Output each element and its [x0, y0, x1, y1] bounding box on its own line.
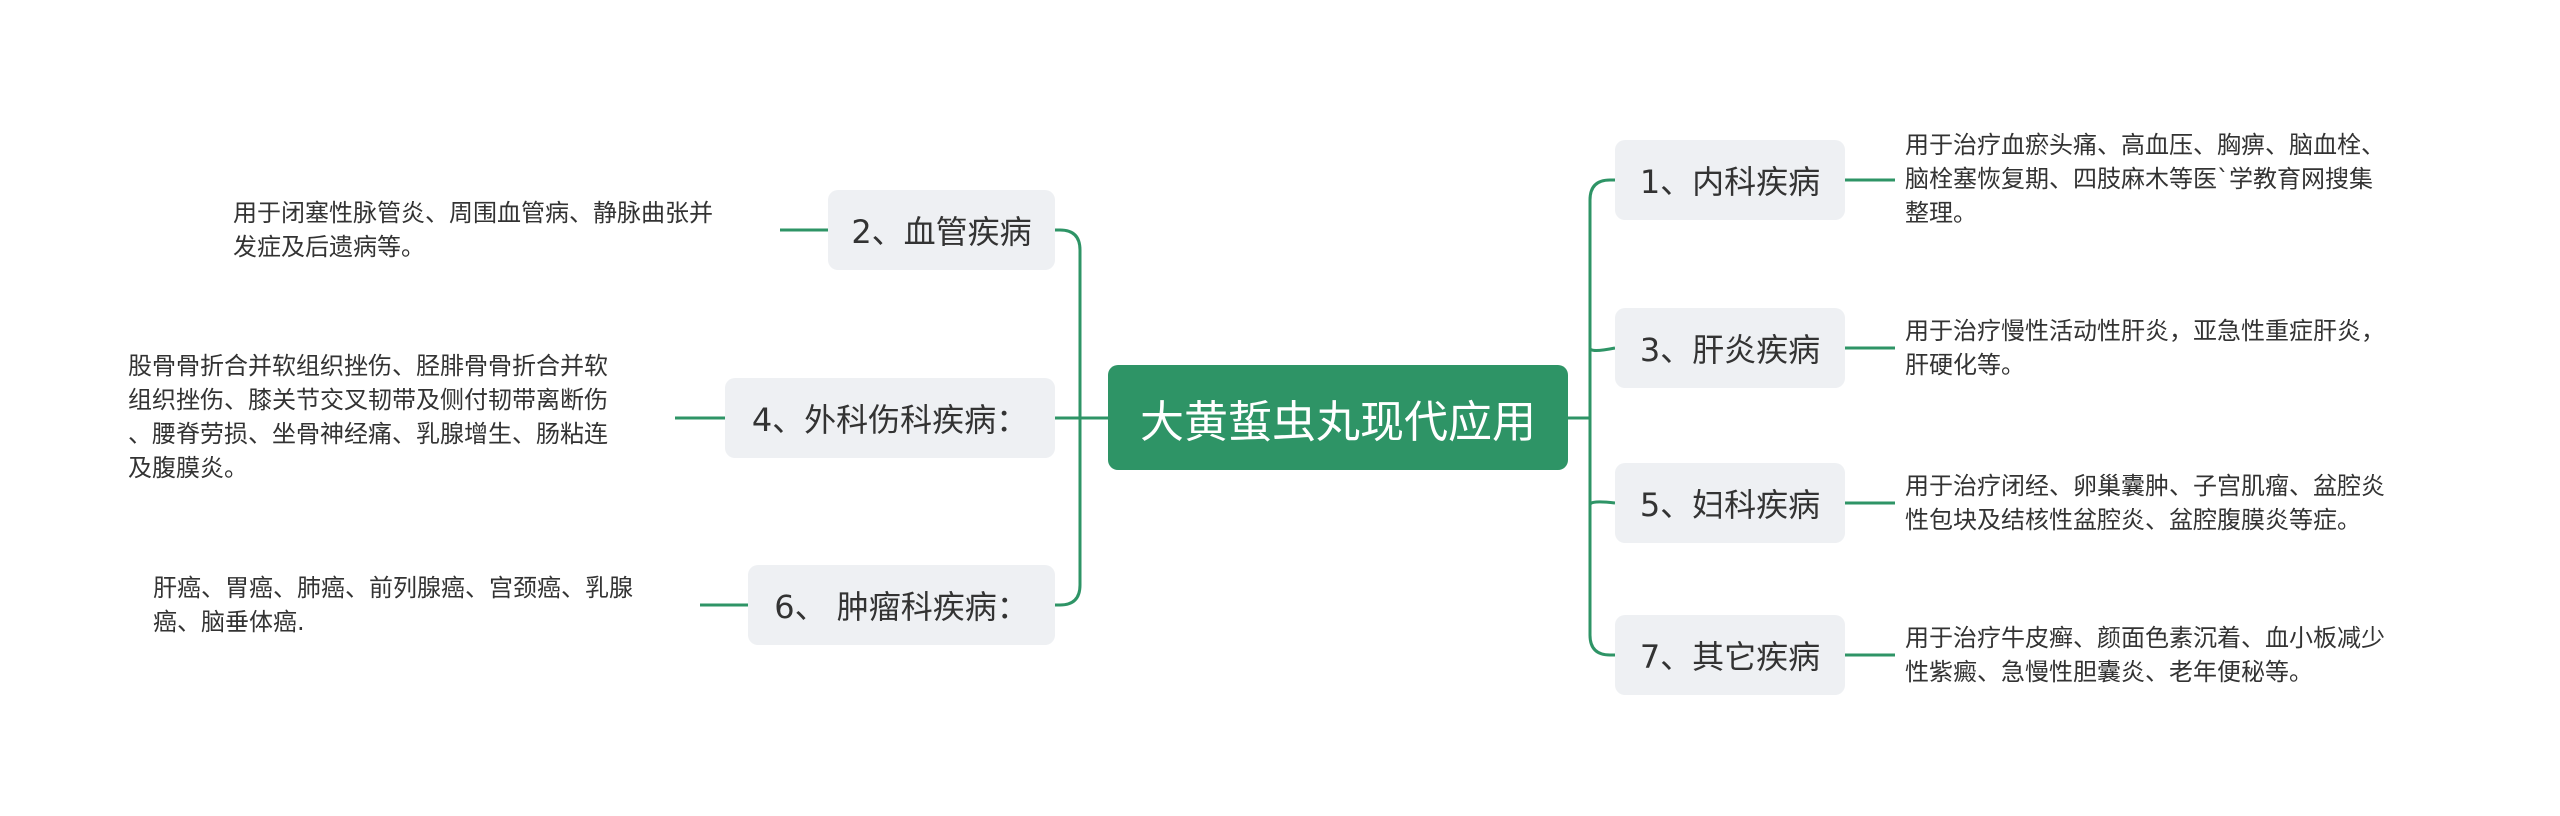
topic-label: 6、 肿瘤科疾病：: [774, 588, 1029, 626]
topic-label: 7、其它疾病: [1639, 638, 1821, 676]
note-line: 发症及后遗病等。: [233, 233, 425, 261]
topic-surgery-trauma[interactable]: 4、外科伤科疾病：: [725, 378, 1055, 458]
topic-label: 2、血管疾病: [851, 213, 1032, 251]
note-line: 、腰脊劳损、坐骨神经痛、乳腺增生、肠粘连: [128, 420, 608, 448]
note-surgery-trauma: 股骨骨折合并软组织挫伤、胫腓骨骨折合并软 组织挫伤、膝关节交叉韧带及侧付韧带离断…: [128, 349, 608, 485]
note-line: 用于治疗血瘀头痛、高血压、胸痹、脑血栓、: [1905, 131, 2385, 159]
topic-internal-medicine[interactable]: 1、内科疾病: [1615, 140, 1845, 220]
link-right-trunk: [1588, 178, 1615, 657]
note-line: 及腹膜炎。: [128, 454, 248, 482]
topic-oncology[interactable]: 6、 肿瘤科疾病：: [748, 565, 1055, 645]
note-line: 组织挫伤、膝关节交叉韧带及侧付韧带离断伤: [128, 386, 608, 414]
topic-label: 5、妇科疾病: [1639, 486, 1821, 524]
note-line: 股骨骨折合并软组织挫伤、胫腓骨骨折合并软: [128, 352, 608, 380]
topic-label: 4、外科伤科疾病：: [751, 401, 1029, 439]
topic-vascular[interactable]: 2、血管疾病: [828, 190, 1055, 270]
topic-other[interactable]: 7、其它疾病: [1615, 615, 1845, 695]
note-line: 脑栓塞恢复期、四肢麻木等医`学教育网搜集: [1905, 165, 2373, 193]
note-line: 用于治疗慢性活动性肝炎，亚急性重症肝炎，: [1905, 317, 2385, 345]
note-line: 整理。: [1905, 199, 1977, 227]
note-line: 性包块及结核性盆腔炎、盆腔腹膜炎等症。: [1905, 506, 2361, 534]
link-topic-3: [1588, 346, 1616, 352]
note-gynecology: 用于治疗闭经、卵巢囊肿、子宫肌瘤、盆腔炎 性包块及结核性盆腔炎、盆腔腹膜炎等症。: [1905, 469, 2385, 537]
note-line: 肝癌、胃癌、肺癌、前列腺癌、宫颈癌、乳腺: [153, 574, 633, 602]
note-line: 性紫癜、急慢性胆囊炎、老年便秘等。: [1905, 658, 2313, 686]
note-line: 癌、脑垂体癌.: [153, 608, 305, 636]
link-topic-5: [1588, 500, 1616, 506]
note-other: 用于治疗牛皮癣、颜面色素沉着、血小板减少 性紫癜、急慢性胆囊炎、老年便秘等。: [1905, 621, 2385, 689]
topic-hepatitis[interactable]: 3、肝炎疾病: [1615, 308, 1845, 388]
note-line: 用于闭塞性脉管炎、周围血管病、静脉曲张并: [233, 199, 713, 227]
topic-label: 1、内科疾病: [1639, 163, 1821, 201]
note-internal-medicine: 用于治疗血瘀头痛、高血压、胸痹、脑血栓、 脑栓塞恢复期、四肢麻木等医`学教育网搜…: [1905, 128, 2385, 230]
root-label: 大黄蜇虫丸现代应用: [1140, 396, 1536, 448]
root-node[interactable]: 大黄蜇虫丸现代应用: [1108, 365, 1568, 470]
note-oncology: 肝癌、胃癌、肺癌、前列腺癌、宫颈癌、乳腺 癌、脑垂体癌.: [153, 571, 633, 639]
topic-label: 3、肝炎疾病: [1639, 331, 1821, 369]
note-hepatitis: 用于治疗慢性活动性肝炎，亚急性重症肝炎， 肝硬化等。: [1905, 314, 2385, 382]
note-line: 用于治疗闭经、卵巢囊肿、子宫肌瘤、盆腔炎: [1905, 472, 2385, 500]
note-line: 肝硬化等。: [1905, 351, 2025, 379]
note-vascular: 用于闭塞性脉管炎、周围血管病、静脉曲张并 发症及后遗病等。: [233, 196, 713, 264]
topic-gynecology[interactable]: 5、妇科疾病: [1615, 463, 1845, 543]
note-line: 用于治疗牛皮癣、颜面色素沉着、血小板减少: [1905, 624, 2385, 652]
